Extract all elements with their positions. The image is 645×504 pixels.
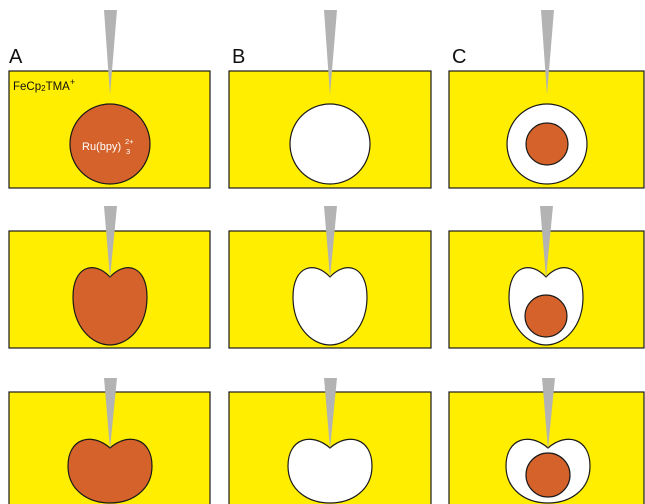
panel-a-row1 [8,70,211,189]
column-label-c: C [452,46,466,68]
probe-tip-a2 [104,206,117,278]
probe-tip-a3 [104,378,117,449]
medium-label-sub: 2 [41,84,46,93]
droplet [72,267,148,346]
probe-tip-a1 [104,10,117,95]
droplet [67,438,153,504]
probe-tip-c3 [542,378,555,449]
medium-label-tail: TMA [46,81,71,93]
panel-c-row1 [448,70,645,189]
probe-tip-c1 [541,10,554,95]
depleted-zone [287,438,373,504]
probe-tip-b1 [324,10,337,95]
column-label-a: A [9,46,23,68]
droplet-label-sub: 3 [126,147,130,156]
droplet-label-sup: 2+ [125,137,134,146]
medium-label-sup: + [70,77,75,87]
depleted-zone [289,103,371,185]
probe-tip-b3 [324,378,337,449]
medium-label: FeCp2TMA+ [13,77,75,93]
droplet-label: Ru(bpy) [82,141,121,153]
column-label-b: B [232,46,245,68]
droplet-core [525,122,569,166]
depleted-zone [292,267,368,346]
droplet [69,103,151,185]
probe-tip-b2 [324,206,337,278]
droplet-label-base: Ru(bpy) [82,141,121,153]
probe-tip-c2 [540,206,553,278]
droplet-core [525,452,571,498]
droplet-core [524,294,568,338]
medium-label-base: FeCp [13,81,41,93]
